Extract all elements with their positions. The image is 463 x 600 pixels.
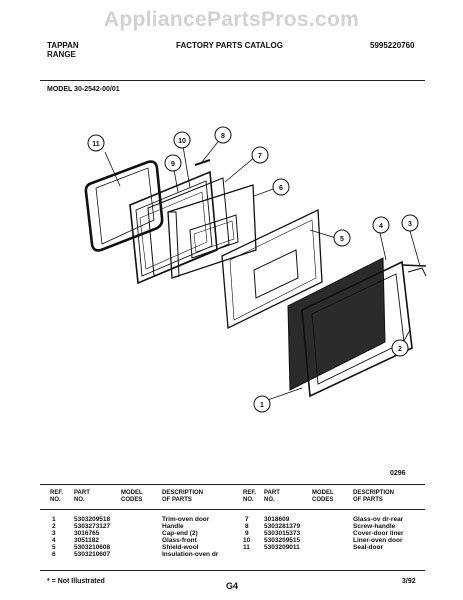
callout-10: 10 [178,138,186,145]
page-number: G4 [226,581,239,591]
callout-6: 6 [279,185,283,192]
brand-line-2: RANGE [47,50,76,59]
part-seal-door [84,160,164,252]
footnote: * = Not Illustrated [47,578,105,585]
model-number: MODEL 30-2542-00/01 [47,86,120,93]
catalog-title: FACTORY PARTS CATALOG [176,41,283,50]
header-description-right: DESCRIPTION OF PARTS [353,490,395,503]
header-ref-no-right: REF. NO. [243,490,257,503]
table-header-rule [40,509,425,510]
callout-8: 8 [221,133,225,140]
callout-7: 7 [258,153,262,160]
watermark: AppliancePartsPros.com [103,8,360,31]
brand-line-1: TAPPAN [47,41,79,50]
part-liner-oven-door [129,170,218,285]
revision-date: 3/92 [402,578,416,585]
header-part-no-right: PART NO. [264,490,280,503]
header-model-codes: MODEL CODES [121,490,143,503]
callout-11: 11 [92,141,100,148]
part-screw [194,159,211,166]
brand-block: TAPPAN RANGE [47,41,79,59]
table-bottom-rule [40,570,425,571]
exploded-door-diagram: 11 10 8 9 7 6 5 4 3 2 1 [84,126,427,413]
header-part-no: PART NO. [74,490,90,503]
part-glass-rear [147,177,230,277]
callout-4: 4 [379,223,383,230]
drawing-code: 0296 [390,470,406,477]
callout-9: 9 [171,161,175,168]
table-top-rule [40,484,425,485]
part-shield [221,208,323,330]
callout-1: 1 [260,402,264,409]
header-model-codes-right: MODEL CODES [312,490,334,503]
catalog-number: 5995220760 [370,41,415,50]
part-insulation [167,184,257,279]
header-description: DESCRIPTION OF PARTS [162,490,204,503]
part-handle [401,264,427,277]
header-ref-no: REF. NO. [50,490,64,503]
header-rule [40,80,425,81]
callout-5: 5 [340,236,344,243]
callout-3: 3 [408,221,412,228]
callout-2: 2 [398,346,402,353]
